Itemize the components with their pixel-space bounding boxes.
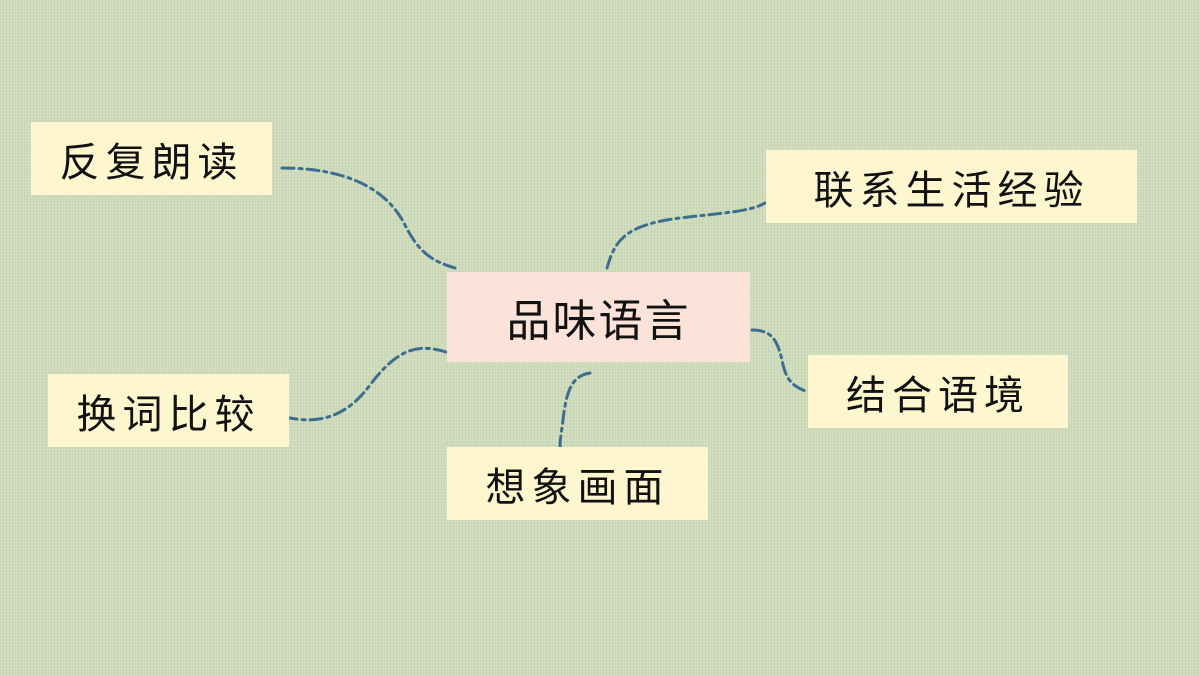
branch-context-label: 结合语境 — [846, 372, 1030, 419]
connector-imagine — [558, 371, 592, 449]
branch-compare-words-label: 换词比较 — [76, 391, 261, 438]
branch-life-experience-label: 联系生活经验 — [813, 167, 1090, 214]
branch-context: 结合语境 — [808, 355, 1068, 428]
branch-life-experience: 联系生活经验 — [766, 150, 1137, 223]
connector-life-experience — [605, 201, 767, 270]
branch-imagine: 想象画面 — [447, 447, 708, 520]
center-topic: 品味语言 — [447, 272, 750, 362]
branch-compare-words: 换词比较 — [48, 374, 289, 447]
branch-reread-label: 反复朗读 — [59, 139, 244, 186]
branch-imagine-label: 想象画面 — [485, 464, 670, 511]
branch-reread: 反复朗读 — [31, 122, 272, 195]
connector-context — [750, 328, 810, 394]
connector-compare-words — [288, 346, 448, 422]
connector-reread — [280, 166, 457, 270]
center-topic-label: 品味语言 — [506, 296, 691, 347]
